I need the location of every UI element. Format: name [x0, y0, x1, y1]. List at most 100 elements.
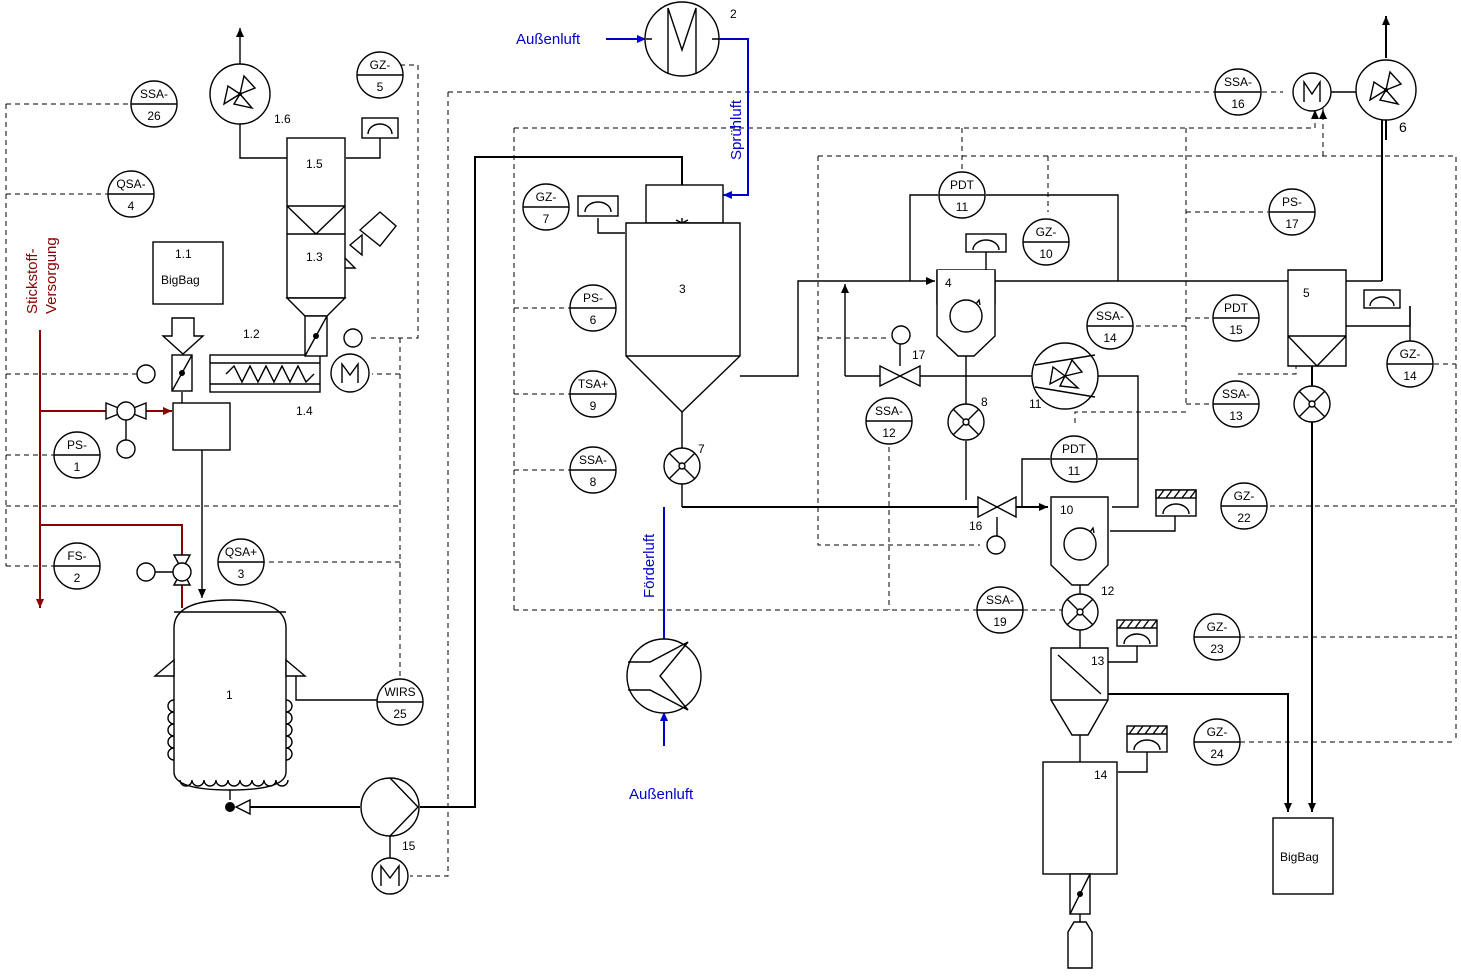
fan-6 — [1355, 59, 1417, 121]
instrument-tag: SSA- — [1096, 309, 1124, 323]
instrument-tag: GZ- — [536, 190, 557, 204]
instrument-tag: PS- — [1282, 195, 1302, 209]
heater-2 — [644, 1, 720, 77]
instrument-ps17: PS- 17 — [1268, 188, 1316, 236]
instrument-ssa12: SSA-12 — [865, 397, 913, 445]
label-4: 4 — [945, 276, 952, 290]
instrument-wirs25: WIRS 25 — [376, 678, 424, 726]
instrument-tag: QSA+ — [225, 545, 257, 559]
instrument-number: 3 — [238, 567, 245, 581]
instrument-number: 19 — [993, 615, 1007, 629]
instrument-tag: GZ- — [370, 58, 391, 72]
filter-5 — [1287, 269, 1382, 368]
instrument-number: 15 — [1229, 323, 1243, 337]
instrument-qsa4: QSA-4 — [107, 170, 155, 218]
label-1: 1 — [226, 688, 233, 702]
outside-air-top-label: Außenluft — [516, 31, 581, 48]
instrument-number: 23 — [1210, 642, 1224, 656]
instrument-tag: SSA- — [579, 453, 607, 467]
instrument-ssa26: SSA- 26 — [130, 80, 178, 128]
label-1-4: 1.4 — [296, 404, 313, 418]
instrument-number: 17 — [1285, 217, 1299, 231]
instrument-tag: GZ- — [1234, 489, 1255, 503]
instrument-bubbles: SSA-26QSA-4GZ-5PS-1FS-2QSA+3WIRS25GZ-7PS… — [53, 51, 1434, 766]
label-8: 8 — [981, 395, 988, 409]
label-2: 2 — [730, 7, 737, 21]
instrument-gz22: GZ-22 — [1220, 482, 1268, 530]
instrument-number: 5 — [377, 80, 384, 94]
filter-1-5 — [285, 117, 399, 357]
label-6: 6 — [1399, 119, 1407, 135]
instrument-tag: PDT — [1224, 301, 1249, 315]
instrument-tag: SSA- — [1222, 387, 1250, 401]
instrument-number: 8 — [590, 475, 597, 489]
instrument-gz5: GZ- 5 — [356, 51, 404, 99]
instrument-number: 12 — [882, 426, 896, 440]
instrument-tag: PDT — [950, 178, 975, 192]
spray-dryer-3 — [625, 184, 741, 413]
nitrogen-valves — [105, 401, 192, 586]
label-11: 11 — [1029, 397, 1042, 411]
bigbag-1-1 — [136, 241, 370, 451]
bigbag-label: BigBag — [161, 273, 200, 287]
conveying-air-label: Förderluft — [641, 533, 658, 598]
instrument-gz10: GZ-10 — [1022, 218, 1070, 266]
nitrogen-label-2: Versorgung — [43, 237, 60, 314]
label-1-6: 1.6 — [274, 112, 291, 126]
label-5: 5 — [1303, 286, 1310, 300]
instrument-tag: GZ- — [1207, 620, 1228, 634]
colored-lines — [36, 35, 749, 746]
label-1-5: 1.5 — [306, 157, 323, 171]
label-16: 16 — [969, 519, 983, 533]
instrument-number: 26 — [147, 109, 161, 123]
label-13: 13 — [1091, 654, 1105, 668]
instrument-number: 10 — [1039, 247, 1053, 261]
instrument-tag: TSA+ — [578, 377, 608, 391]
label-17: 17 — [912, 348, 926, 362]
instrument-tag: FS- — [67, 549, 86, 563]
instrument-number: 13 — [1229, 409, 1243, 423]
instrument-ssa8: SSA- 8 — [569, 446, 617, 494]
instrument-fs2: FS- 2 — [53, 542, 101, 590]
instrument-gz7: GZ-7 — [522, 183, 570, 231]
cyclone-4 — [936, 269, 996, 357]
reactor-vessel-1 — [153, 599, 307, 816]
nitrogen-label-1: Stickstoff- — [24, 248, 41, 314]
instrument-tag: GZ- — [1207, 725, 1228, 739]
weighing-boxes — [577, 195, 1401, 753]
instrument-ssa19: SSA- 19 — [976, 586, 1024, 634]
instrument-number: 14 — [1403, 369, 1417, 383]
rotary-valves — [663, 385, 1331, 631]
cyclone-10 — [1050, 496, 1109, 586]
instrument-number: 6 — [590, 313, 597, 327]
instrument-pdt15: PDT 15 — [1212, 294, 1260, 342]
instrument-ssa13: SSA- 13 — [1212, 380, 1260, 428]
instrument-tag: GZ- — [1400, 347, 1421, 361]
fan-1-6 — [209, 63, 271, 125]
instrument-gz23: GZ- 23 — [1193, 613, 1241, 661]
instrument-number: 2 — [74, 571, 81, 585]
instrument-number: 16 — [1231, 97, 1245, 111]
valves-16-17 — [879, 325, 1017, 555]
process-pipes — [181, 16, 1411, 812]
instrument-tag: SSA- — [1224, 75, 1252, 89]
instrument-ps1: PS-1 — [53, 431, 101, 479]
instrument-ssa16: SSA- 16 — [1214, 68, 1262, 116]
label-1-2: 1.2 — [243, 327, 260, 341]
label-10: 10 — [1060, 503, 1074, 517]
fan-11 — [1031, 342, 1099, 410]
instrument-number: 1 — [74, 460, 81, 474]
label-15: 15 — [402, 839, 416, 853]
instrument-number: 11 — [1068, 464, 1081, 478]
labels: Außenluft Außenluft Sprühluft Förderluft… — [24, 7, 1407, 864]
equipment — [105, 1, 1417, 969]
instrument-tag: SSA- — [986, 593, 1014, 607]
instrument-tag: SSA- — [140, 87, 168, 101]
pump-15 — [360, 777, 420, 895]
label-14: 14 — [1094, 768, 1108, 782]
instrument-tag: WIRS — [384, 685, 415, 699]
instrument-number: 25 — [393, 707, 407, 721]
